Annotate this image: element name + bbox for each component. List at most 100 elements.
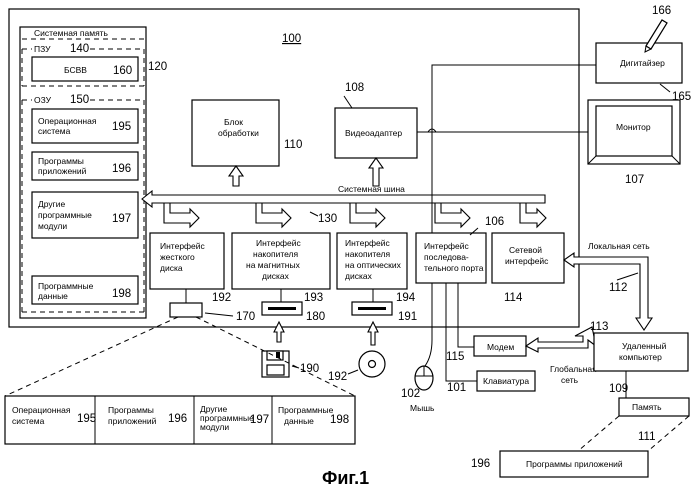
ref-ram: 150 [70, 94, 89, 106]
svg-text:система: система [38, 126, 71, 136]
svg-text:192: 192 [212, 292, 231, 304]
ref-system-bus: 130 [318, 213, 337, 225]
optical-drive [352, 302, 392, 315]
ref-modem: 115 [446, 351, 464, 363]
svg-text:197: 197 [112, 213, 131, 225]
wan-link [526, 327, 596, 352]
svg-text:дисках: дисках [345, 271, 373, 281]
svg-text:Программные: Программные [278, 405, 334, 415]
svg-text:106: 106 [485, 216, 504, 228]
svg-text:система: система [12, 416, 45, 426]
ref-monitor: 107 [625, 174, 644, 186]
svg-text:Интерфейс: Интерфейс [345, 238, 391, 248]
ref-floppy-drive: 180 [306, 311, 325, 323]
ram-item: Программные данные 198 [32, 276, 138, 304]
svg-text:195: 195 [112, 121, 131, 133]
svg-text:Интерфейс: Интерфейс [256, 238, 302, 248]
remote-apps-label: Программы приложений [526, 459, 623, 469]
ref-processing-unit: 110 [284, 139, 302, 151]
monitor-icon [588, 100, 680, 164]
svg-text:Программные: Программные [38, 281, 94, 291]
ram-item: Операционная система 195 [32, 109, 138, 143]
video-adapter-label: Видеоадаптер [345, 128, 402, 138]
ref-video-adapter: 108 [345, 82, 364, 94]
wan-label: Глобальная [550, 364, 597, 374]
svg-text:114: 114 [504, 292, 523, 304]
ref-rom: 140 [70, 43, 89, 55]
mouse-icon [415, 366, 433, 390]
svg-text:диска: диска [160, 263, 183, 273]
ref-keyboard: 101 [447, 382, 466, 394]
svg-text:жесткого: жесткого [160, 252, 195, 262]
svg-text:Другие: Другие [38, 199, 65, 209]
floppy-drive [262, 302, 302, 315]
ref-pen: 166 [652, 5, 671, 17]
bios-label: БСВВ [64, 65, 87, 75]
svg-text:на магнитных: на магнитных [246, 260, 301, 270]
ref-system-memory: 120 [148, 61, 167, 73]
modem-label: Модем [487, 342, 514, 352]
processing-unit-label: Блок [224, 117, 243, 127]
ref-lan: 112 [609, 282, 627, 294]
svg-text:последова-: последова- [424, 252, 469, 262]
svg-text:тельного порта: тельного порта [424, 263, 484, 273]
svg-text:модули: модули [200, 422, 229, 432]
ref-remote-apps: 196 [471, 458, 490, 470]
svg-text:модули: модули [38, 221, 67, 231]
hdd-device [170, 303, 202, 317]
system-memory-title: Системная память [34, 28, 109, 38]
svg-text:Сетевой: Сетевой [509, 245, 542, 255]
svg-text:накопителя: накопителя [253, 249, 299, 259]
svg-text:дисках: дисках [262, 271, 290, 281]
mouse-label: Мышь [410, 403, 435, 413]
svg-text:программные: программные [38, 210, 92, 220]
keyboard-label: Клавиатура [483, 376, 529, 386]
svg-text:данные: данные [284, 416, 314, 426]
ref-system: 100 [282, 33, 301, 45]
system-bus-label: Системная шина [338, 184, 405, 194]
svg-text:данные: данные [38, 291, 68, 301]
ram-item: Программы приложений 196 [32, 152, 138, 180]
wan-label-2: сеть [561, 375, 579, 385]
ram-item: Другие программные модули 197 [32, 192, 138, 238]
svg-text:193: 193 [304, 292, 323, 304]
svg-text:интерфейс: интерфейс [505, 256, 549, 266]
ref-mouse: 102 [401, 388, 420, 400]
ref-hdd: 170 [236, 311, 255, 323]
ref-remote-computer: 109 [609, 383, 628, 395]
figure-caption: Фиг.1 [322, 468, 369, 488]
floppy-disk-icon [262, 351, 289, 377]
svg-text:195: 195 [77, 413, 96, 425]
svg-text:Интерфейс: Интерфейс [160, 241, 206, 251]
svg-text:накопителя: накопителя [345, 249, 391, 259]
svg-text:Интерфейс: Интерфейс [424, 241, 470, 251]
svg-text:Программы: Программы [38, 156, 84, 166]
svg-text:197: 197 [250, 414, 269, 426]
rom-label: ПЗУ [34, 44, 51, 54]
svg-text:на оптических: на оптических [345, 260, 402, 270]
ref-wan: 113 [590, 321, 608, 333]
ref-optical-disk: 192 [328, 371, 347, 383]
remote-memory-label: Память [632, 402, 662, 412]
svg-text:приложений: приложений [38, 166, 87, 176]
svg-text:196: 196 [112, 163, 131, 175]
svg-text:194: 194 [396, 292, 416, 304]
ref-optical-drive: 191 [398, 311, 417, 323]
svg-text:198: 198 [112, 288, 131, 300]
processing-unit-label-2: обработки [218, 128, 259, 138]
svg-text:198: 198 [330, 414, 349, 426]
svg-text:Операционная: Операционная [38, 116, 97, 126]
ref-bios: 160 [113, 65, 132, 77]
svg-text:Программы: Программы [108, 405, 154, 415]
monitor-label: Монитор [616, 122, 651, 132]
remote-computer-label: Удаленный [622, 341, 667, 351]
digitizer-label: Дигитайзер [620, 58, 665, 68]
svg-text:приложений: приложений [108, 416, 157, 426]
svg-text:196: 196 [168, 413, 187, 425]
remote-computer-label-2: компьютер [619, 352, 662, 362]
svg-text:Операционная: Операционная [12, 405, 71, 415]
lan-label: Локальная сеть [588, 241, 650, 251]
ram-label: ОЗУ [34, 95, 52, 105]
ref-remote-memory: 111 [638, 431, 655, 443]
